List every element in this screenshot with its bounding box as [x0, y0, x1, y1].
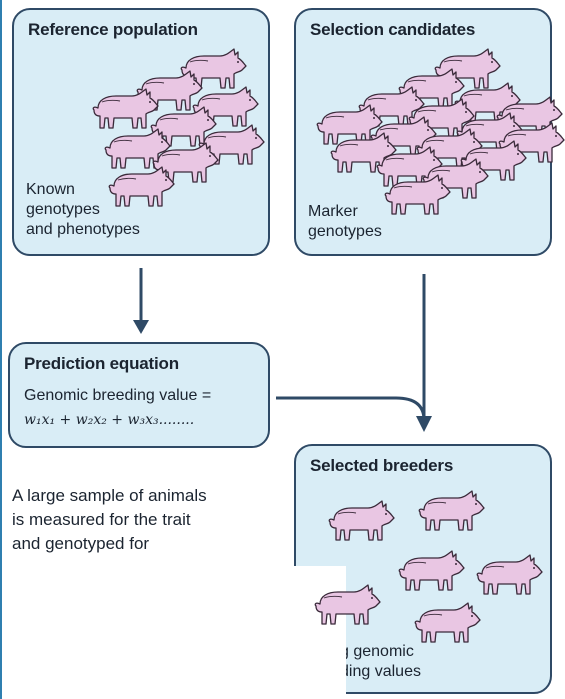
reference-caption: Known genotypes and phenotypes: [26, 180, 140, 240]
prediction-line: Genomic breeding value =: [24, 387, 212, 404]
selected-breeders-title: Selected breeders: [310, 456, 454, 475]
prediction-equation-box: Prediction equation Genomic breeding val…: [8, 342, 270, 448]
prediction-formula: w₁x₁ + w₂x₂ + w₃x₃........: [24, 412, 195, 428]
arrow-prediction-to-breeders: [276, 396, 426, 421]
selection-candidates-box: Selection candidates Marker genotypes: [294, 8, 552, 256]
note-line: A large sample of animals: [12, 486, 207, 505]
reference-population-title: Reference population: [28, 20, 198, 39]
reference-caption-line: Known: [26, 181, 75, 198]
explanatory-note: A large sample of animals is measured fo…: [12, 484, 282, 556]
reference-caption-line: genotypes: [26, 201, 100, 218]
note-line: and genotyped for: [12, 534, 150, 553]
white-gap: [286, 566, 346, 699]
arrowhead-down-icon: [133, 320, 149, 334]
left-border: [0, 0, 2, 699]
reference-caption-line: and phenotypes: [26, 221, 140, 238]
selection-caption-line: Marker: [308, 203, 358, 220]
note-line: is measured for the trait: [12, 510, 191, 529]
selection-caption-line: genotypes: [308, 223, 382, 240]
arrowhead-down-icon: [416, 416, 432, 432]
reference-population-box: Reference population Known genotypes and…: [12, 8, 270, 256]
selection-caption: Marker genotypes: [308, 202, 382, 242]
selection-candidates-title: Selection candidates: [310, 20, 476, 39]
prediction-equation-title: Prediction equation: [24, 354, 179, 373]
